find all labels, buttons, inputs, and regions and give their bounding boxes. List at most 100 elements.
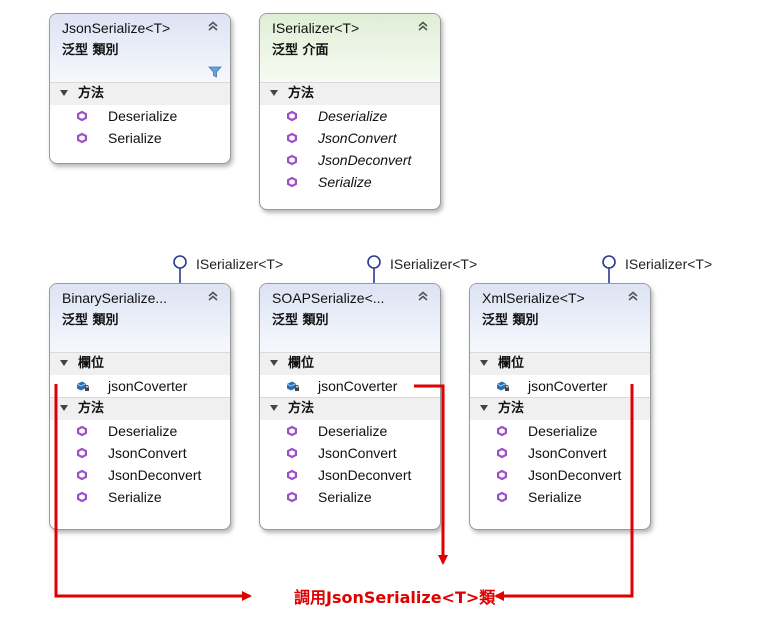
section-header[interactable]: 欄位 (260, 352, 440, 375)
method-item[interactable]: Deserialize (260, 105, 440, 127)
collapse-icon[interactable] (416, 289, 430, 303)
class-stereotype: 泛型 介面 (272, 43, 329, 58)
method-item[interactable]: JsonDeconvert (50, 464, 230, 486)
field-item[interactable]: jsonCoverter (50, 375, 230, 397)
collapse-icon[interactable] (626, 289, 640, 303)
member-name: JsonDeconvert (318, 152, 412, 168)
collapse-icon[interactable] (416, 19, 430, 33)
class-stereotype: 泛型 類別 (62, 313, 119, 328)
member-name: JsonDeconvert (108, 467, 202, 483)
interface-lollipop (602, 255, 616, 286)
expand-triangle-icon[interactable] (60, 89, 68, 96)
call-annotation: 調用JsonSerialize<T>類 (294, 588, 496, 607)
class-header: BinarySerialize... 泛型 類別 (50, 284, 230, 352)
method-item[interactable]: JsonConvert (260, 127, 440, 149)
collapse-icon[interactable] (206, 289, 220, 303)
section-header[interactable]: 方法 (470, 397, 650, 420)
section-label: 欄位 (78, 356, 105, 371)
class-stereotype: 泛型 類別 (62, 43, 119, 58)
class-stereotype: 泛型 類別 (272, 313, 329, 328)
member-name: JsonConvert (528, 445, 607, 461)
expand-triangle-icon[interactable] (60, 404, 68, 411)
member-name: Deserialize (318, 108, 388, 124)
member-name: Deserialize (318, 423, 388, 439)
section-header[interactable]: 方法 (260, 82, 440, 105)
arrow-binary-to-json (54, 384, 252, 601)
section-header[interactable]: 方法 (50, 82, 230, 105)
method-item[interactable]: Serialize (260, 486, 440, 508)
class-header: SOAPSerialize<... 泛型 類別 (260, 284, 440, 352)
field-item[interactable]: jsonCoverter (470, 375, 650, 397)
member-name: jsonCoverter (528, 378, 608, 394)
field-item[interactable]: jsonCoverter (260, 375, 440, 397)
section-header[interactable]: 欄位 (50, 352, 230, 375)
class-title: ISerializer<T> (272, 20, 360, 36)
expand-triangle-icon[interactable] (60, 359, 68, 366)
member-name: Serialize (108, 489, 162, 505)
method-item[interactable]: Serialize (470, 486, 650, 508)
class-title: JsonSerialize<T> (62, 20, 171, 36)
method-item[interactable]: JsonConvert (260, 442, 440, 464)
method-item[interactable]: JsonConvert (50, 442, 230, 464)
section-header[interactable]: 方法 (50, 397, 230, 420)
method-item[interactable]: Deserialize (260, 420, 440, 442)
member-name: Serialize (108, 130, 162, 146)
member-name: JsonDeconvert (318, 467, 412, 483)
method-item[interactable]: JsonDeconvert (260, 149, 440, 171)
section-label: 方法 (498, 401, 525, 416)
section-header[interactable]: 欄位 (470, 352, 650, 375)
member-name: jsonCoverter (318, 378, 398, 394)
section-label: 欄位 (498, 356, 525, 371)
member-name: JsonConvert (108, 445, 187, 461)
member-name: jsonCoverter (108, 378, 188, 394)
section-label: 方法 (78, 401, 105, 416)
filter-icon[interactable] (208, 66, 222, 78)
class-title: BinarySerialize... (62, 290, 168, 306)
method-item[interactable]: Serialize (50, 486, 230, 508)
member-name: JsonConvert (318, 445, 397, 461)
lollipop-label: ISerializer<T> (390, 256, 478, 272)
member-name: JsonConvert (318, 130, 397, 146)
class-header: ISerializer<T> 泛型 介面 (260, 14, 440, 82)
method-item[interactable]: Serialize (260, 171, 440, 193)
expand-triangle-icon[interactable] (480, 404, 488, 411)
lollipop-label: ISerializer<T> (196, 256, 284, 272)
expand-triangle-icon[interactable] (270, 89, 278, 96)
member-name: Deserialize (108, 108, 178, 124)
expand-triangle-icon[interactable] (270, 359, 278, 366)
class-title: SOAPSerialize<... (272, 290, 385, 306)
arrow-xml-to-json (494, 384, 634, 601)
lollipop-label: ISerializer<T> (625, 256, 713, 272)
method-item[interactable]: JsonDeconvert (470, 464, 650, 486)
member-name: Serialize (318, 489, 372, 505)
method-item[interactable]: JsonConvert (470, 442, 650, 464)
member-name: Serialize (528, 489, 582, 505)
section-label: 方法 (288, 401, 315, 416)
method-item[interactable]: JsonDeconvert (260, 464, 440, 486)
method-item[interactable]: Deserialize (470, 420, 650, 442)
member-name: Deserialize (108, 423, 178, 439)
section-label: 方法 (78, 86, 105, 101)
section-label: 方法 (288, 86, 315, 101)
class-header: JsonSerialize<T> 泛型 類別 (50, 14, 230, 82)
section-label: 欄位 (288, 356, 315, 371)
method-item[interactable]: Deserialize (50, 420, 230, 442)
expand-triangle-icon[interactable] (270, 404, 278, 411)
interface-lollipop (367, 255, 381, 286)
arrow-soap-to-json (414, 384, 448, 565)
expand-triangle-icon[interactable] (480, 359, 488, 366)
method-item[interactable]: Deserialize (50, 105, 230, 127)
method-item[interactable]: Serialize (50, 127, 230, 149)
class-header: XmlSerialize<T> 泛型 類別 (470, 284, 650, 352)
member-name: Serialize (318, 174, 372, 190)
member-name: Deserialize (528, 423, 598, 439)
class-title: XmlSerialize<T> (482, 290, 585, 306)
collapse-icon[interactable] (206, 19, 220, 33)
section-header[interactable]: 方法 (260, 397, 440, 420)
